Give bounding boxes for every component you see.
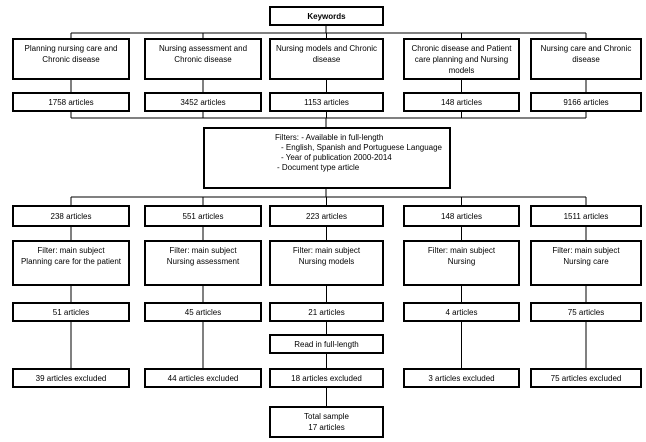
main-subject-filter-box: Filter: main subject Nursing care <box>530 240 642 286</box>
articles-excluded-box: 75 articles excluded <box>530 368 642 388</box>
filter-line: - English, Spanish and Portuguese Langua… <box>281 143 443 152</box>
articles-excluded-box: 44 articles excluded <box>144 368 262 388</box>
main-subject-filter-box: Filter: main subject Nursing models <box>269 240 384 286</box>
search-terms-box: Planning nursing care and Chronic diseas… <box>12 38 130 80</box>
search-terms-box: Chronic disease and Patient care plannin… <box>403 38 520 80</box>
articles-found-box: 1758 articles <box>12 92 130 112</box>
articles-selected-box: 75 articles <box>530 302 642 322</box>
articles-filtered-box: 551 articles <box>144 205 262 227</box>
read-full-length-box: Read in full-length <box>269 334 384 354</box>
articles-excluded-box: 39 articles excluded <box>12 368 130 388</box>
articles-selected-box: 21 articles <box>269 302 384 322</box>
articles-found-box: 3452 articles <box>144 92 262 112</box>
filter-line: Filters: - Available in full-length <box>275 133 384 142</box>
articles-excluded-box: 18 articles excluded <box>269 368 384 388</box>
filter-line: - Document type article <box>277 163 360 172</box>
articles-excluded-box: 3 articles excluded <box>403 368 520 388</box>
articles-selected-box: 51 articles <box>12 302 130 322</box>
search-terms-box: Nursing care and Chronic disease <box>530 38 642 80</box>
filters-box: Filters: - Available in full-length - En… <box>203 127 451 189</box>
filter-line: - Year of publication 2000-2014 <box>281 153 392 162</box>
articles-filtered-box: 238 articles <box>12 205 130 227</box>
articles-found-box: 148 articles <box>403 92 520 112</box>
keywords-box: Keywords <box>269 6 384 26</box>
articles-found-box: 9166 articles <box>530 92 642 112</box>
search-terms-box: Nursing assessment and Chronic disease <box>144 38 262 80</box>
main-subject-filter-box: Filter: main subject Nursing <box>403 240 520 286</box>
articles-filtered-box: 1511 articles <box>530 205 642 227</box>
search-terms-box: Nursing models and Chronic disease <box>269 38 384 80</box>
articles-filtered-box: 223 articles <box>269 205 384 227</box>
articles-found-box: 1153 articles <box>269 92 384 112</box>
main-subject-filter-box: Filter: main subject Planning care for t… <box>12 240 130 286</box>
main-subject-filter-box: Filter: main subject Nursing assessment <box>144 240 262 286</box>
articles-selected-box: 45 articles <box>144 302 262 322</box>
total-sample-box: Total sample 17 articles <box>269 406 384 438</box>
articles-filtered-box: 148 articles <box>403 205 520 227</box>
articles-selected-box: 4 articles <box>403 302 520 322</box>
